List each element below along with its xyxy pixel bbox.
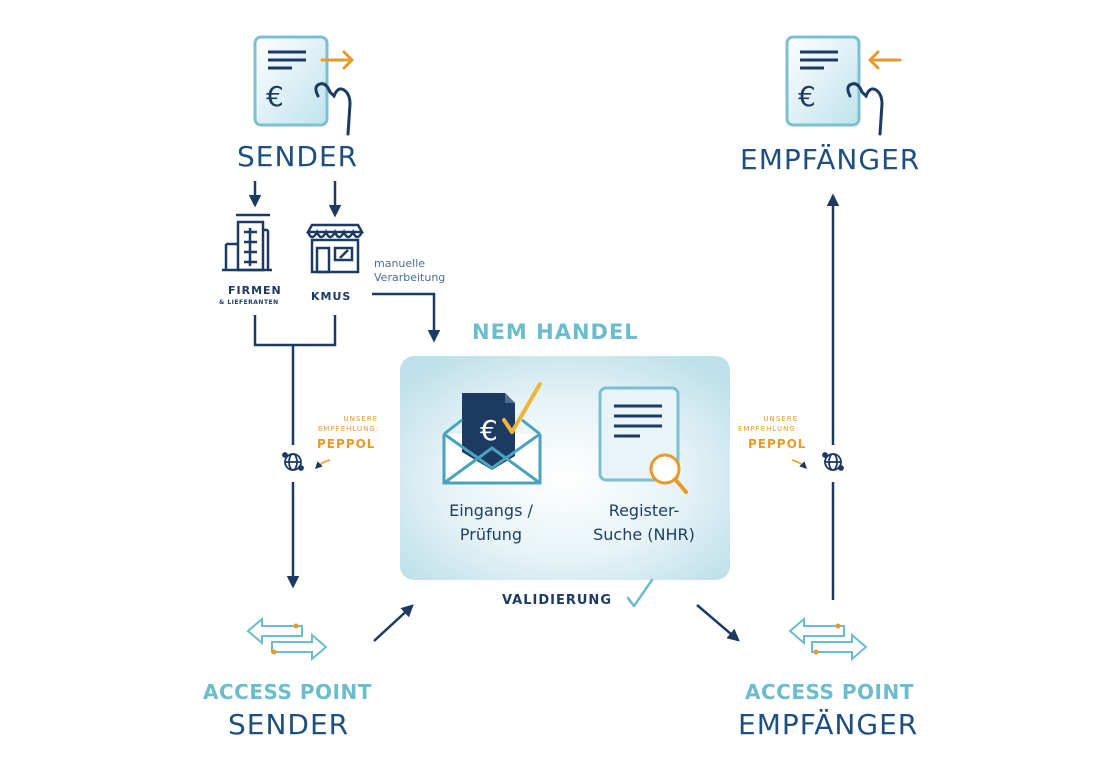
arrow-manual-to-nem	[372, 292, 441, 343]
incoming-check-line2: Prüfung	[459, 525, 523, 544]
peppol-pointer-right	[791, 459, 808, 470]
peppol-network-icon-left	[282, 452, 304, 471]
access-point-receiver-icon	[788, 616, 868, 662]
envelope-check-icon: €	[442, 382, 542, 485]
receiver-title: EMPFÄNGER	[740, 143, 921, 176]
peppol-left-label: PEPPOL	[317, 437, 376, 451]
firmen-label: FIRMEN	[228, 284, 282, 297]
kmus-label: KMUS	[311, 290, 352, 303]
firmen-sublabel: & LIEFERANTEN	[219, 299, 279, 306]
nem-handel-title: NEM HANDEL	[472, 320, 639, 344]
register-search-line1: Register-	[608, 501, 680, 520]
recommendation-right-line2: EMPFEHLUNG:	[738, 425, 800, 433]
incoming-check-line1: Eingangs /	[449, 501, 533, 520]
peppol-network-icon-right	[822, 452, 844, 471]
peppol-pointer-left	[314, 459, 331, 470]
access-point-receiver-role: EMPFÄNGER	[738, 708, 919, 741]
recommendation-left-line2: EMPFEHLUNG:	[318, 425, 380, 433]
validation-label: VALIDIERUNG	[502, 593, 612, 608]
receiver-document-hand-icon: €	[785, 35, 902, 136]
manual-processing-line2: Verarbeitung	[374, 271, 446, 284]
arrow-ap-sender-to-nem	[373, 604, 414, 642]
svg-text:€: €	[480, 414, 498, 447]
access-point-sender-role: SENDER	[228, 708, 350, 741]
access-point-sender-icon	[246, 616, 328, 662]
register-search-icon	[598, 386, 688, 494]
arrow-nem-to-ap-receiver	[696, 604, 740, 642]
sender-title: SENDER	[237, 140, 359, 173]
validation-check-icon	[626, 578, 654, 608]
recommendation-right-line1: UNSERE	[763, 415, 798, 423]
access-point-sender-label: ACCESS POINT	[203, 680, 372, 704]
shop-icon	[305, 223, 365, 274]
svg-text:€: €	[266, 80, 284, 113]
sender-merge-connector	[253, 315, 337, 589]
svg-text:€: €	[798, 80, 816, 113]
peppol-right-label: PEPPOL	[748, 437, 807, 451]
register-search-line2: Suche (NHR)	[593, 525, 695, 544]
manual-processing-line1: manuelle	[374, 257, 426, 270]
access-point-receiver-label: ACCESS POINT	[745, 680, 914, 704]
sender-document-hand-icon: €	[253, 35, 354, 136]
building-icon	[222, 213, 272, 272]
recommendation-left-line1: UNSERE	[343, 415, 378, 423]
